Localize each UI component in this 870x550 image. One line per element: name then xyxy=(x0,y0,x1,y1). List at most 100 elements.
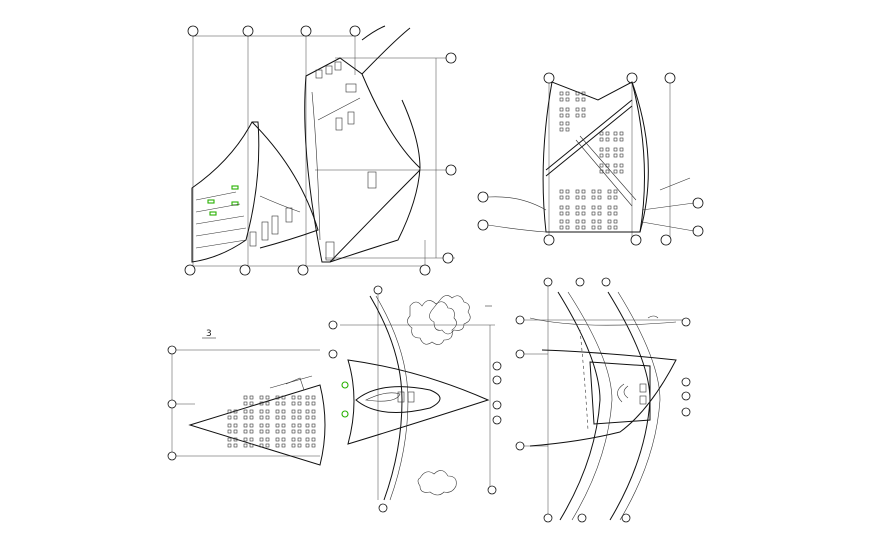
seat-symbol xyxy=(591,205,602,216)
seat-symbol xyxy=(613,163,624,174)
green-marker xyxy=(209,211,217,216)
green-marker xyxy=(207,199,215,204)
grid-bubble xyxy=(664,72,676,84)
seat-symbol xyxy=(275,409,286,420)
seat-symbol xyxy=(305,423,316,434)
grid-bubble xyxy=(184,264,196,276)
grid-bubble xyxy=(543,72,555,84)
grid-bubble xyxy=(601,277,611,287)
grid-bubble xyxy=(515,441,525,451)
seat-symbol xyxy=(227,423,238,434)
grid-bubble xyxy=(492,375,502,385)
seat-symbol xyxy=(575,205,586,216)
seat-symbol xyxy=(305,395,316,406)
seat-symbol xyxy=(243,409,254,420)
grid-bubble xyxy=(297,264,309,276)
seat-symbol xyxy=(607,205,618,216)
grid-bubble xyxy=(167,451,177,461)
grid-bubble xyxy=(442,252,454,264)
grid-bubble xyxy=(543,277,553,287)
grid-bubble xyxy=(492,415,502,425)
grid-bubble xyxy=(349,25,361,37)
seat-symbol xyxy=(291,437,302,448)
grid-bubble xyxy=(681,391,691,401)
seat-symbol xyxy=(305,437,316,448)
grid-bubble xyxy=(621,513,631,523)
seat-symbol xyxy=(559,91,570,102)
seat-symbol xyxy=(613,131,624,142)
seat-symbol xyxy=(275,423,286,434)
seat-symbol xyxy=(559,107,570,118)
sheet-label: 3 xyxy=(206,329,212,339)
grid-bubble xyxy=(543,234,555,246)
grid-bubble xyxy=(187,25,199,37)
grid-bubble xyxy=(477,191,489,203)
seat-symbol xyxy=(291,395,302,406)
seat-symbol xyxy=(591,189,602,200)
seat-symbol xyxy=(259,395,270,406)
grid-bubble xyxy=(515,315,525,325)
plan-top-left xyxy=(184,25,457,276)
tree-symbol xyxy=(429,295,471,335)
seat-symbol xyxy=(259,437,270,448)
grid-bubble xyxy=(492,361,502,371)
seat-group-bottom-left xyxy=(227,395,316,448)
seat-symbol xyxy=(259,409,270,420)
seat-symbol xyxy=(613,147,624,158)
grid-bubble xyxy=(515,349,525,359)
seat-symbol xyxy=(559,219,570,230)
seat-symbol xyxy=(259,423,270,434)
green-marker xyxy=(231,185,239,190)
seat-symbol xyxy=(305,409,316,420)
plan-bottom-right xyxy=(515,277,691,523)
tree-symbol xyxy=(417,470,457,496)
grid-bubble xyxy=(692,197,704,209)
seat-symbol xyxy=(575,107,586,118)
grid-bubble xyxy=(242,25,254,37)
seat-symbol xyxy=(575,91,586,102)
seat-symbol xyxy=(227,409,238,420)
seat-symbol xyxy=(599,147,610,158)
grid-bubble xyxy=(681,377,691,387)
grid-bubble xyxy=(630,234,642,246)
grid-bubble xyxy=(477,219,489,231)
grid-bubble xyxy=(575,277,585,287)
seat-symbol xyxy=(599,163,610,174)
seat-symbol xyxy=(275,395,286,406)
grid-bubble xyxy=(300,25,312,37)
grid-bubble xyxy=(543,513,553,523)
tree-symbol xyxy=(407,300,457,345)
grid-bubble xyxy=(445,52,457,64)
seat-symbol xyxy=(243,437,254,448)
grid-bubble xyxy=(681,407,691,417)
grid-bubble xyxy=(660,234,672,246)
plan-bottom-left: 3 xyxy=(167,329,326,466)
seat-symbol xyxy=(607,189,618,200)
seat-symbol xyxy=(559,121,570,132)
grid-bubble xyxy=(328,349,338,359)
seat-symbol xyxy=(227,437,238,448)
seat-symbol xyxy=(591,219,602,230)
plan-top-right xyxy=(477,72,704,246)
grid-bubble xyxy=(419,264,431,276)
seat-symbol xyxy=(243,423,254,434)
grid-bubble xyxy=(328,320,338,330)
grid-bubble xyxy=(492,400,502,410)
seat-symbol xyxy=(559,189,570,200)
grid-bubble xyxy=(378,503,388,513)
seat-symbol xyxy=(607,219,618,230)
green-marker xyxy=(341,381,349,389)
plan-bottom-middle xyxy=(328,285,502,513)
seat-symbol xyxy=(575,219,586,230)
grid-bubble xyxy=(692,225,704,237)
grid-bubble xyxy=(681,317,691,327)
grid-bubble xyxy=(373,285,383,295)
grid-bubble xyxy=(487,485,497,495)
seat-symbol xyxy=(559,205,570,216)
seat-group-top-right xyxy=(559,91,624,230)
grid-bubble xyxy=(167,399,177,409)
seat-symbol xyxy=(291,409,302,420)
grid-bubble xyxy=(239,264,251,276)
